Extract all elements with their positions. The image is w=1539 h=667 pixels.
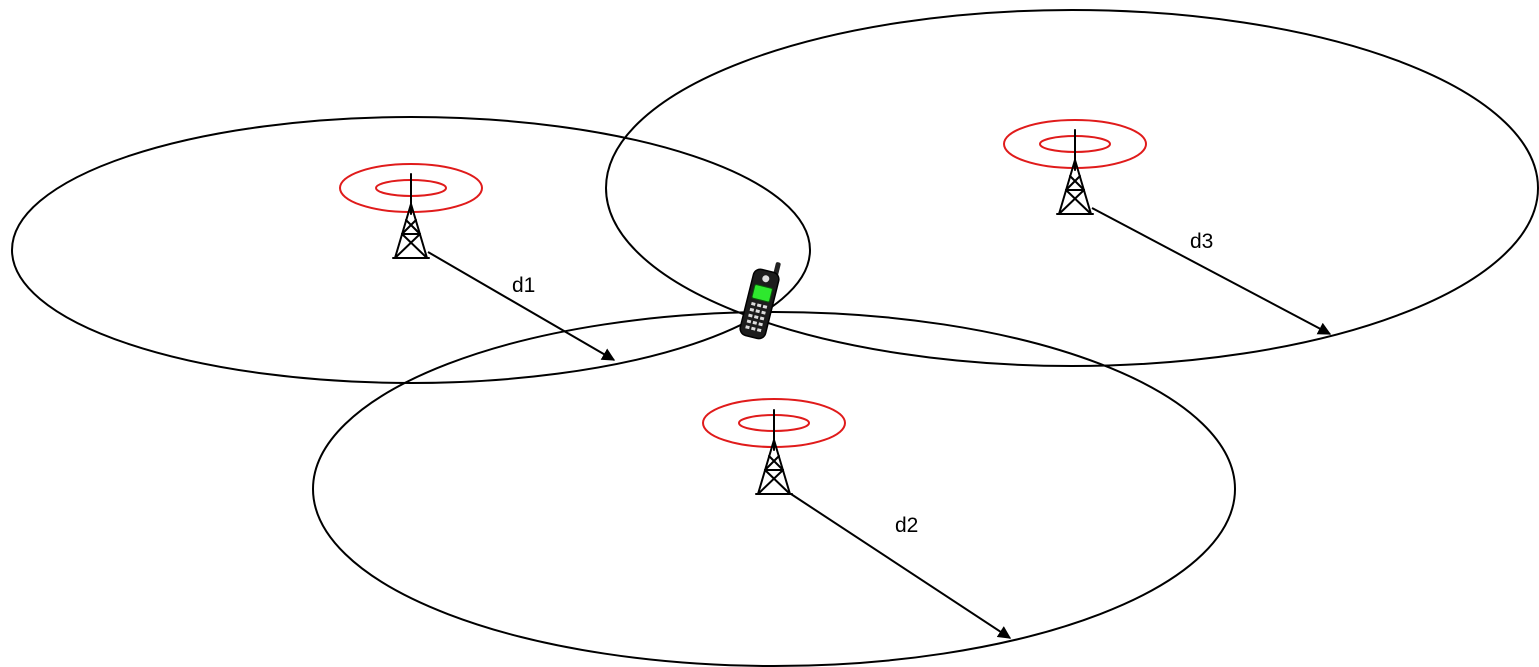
base-station-3: d3 (1003, 119, 1332, 335)
distance-arrow-1 (427, 251, 616, 361)
mobile-phone-icon (739, 262, 781, 340)
coverage-area-2 (312, 311, 1236, 667)
base-station-1: d1 (339, 163, 616, 361)
cell-tower-icon (755, 409, 793, 495)
cell-tower-icon (392, 173, 430, 259)
cell-tower-icon (1056, 129, 1094, 215)
distance-label-3: d3 (1190, 230, 1213, 253)
coverage-area-1 (11, 116, 811, 384)
base-station-2: d2 (702, 398, 1012, 639)
coverage-area-3 (605, 9, 1539, 367)
distance-arrow-2 (790, 493, 1012, 639)
distance-label-2: d2 (895, 514, 918, 537)
distance-arrow-3 (1091, 207, 1332, 335)
distance-label-1: d1 (512, 274, 535, 297)
